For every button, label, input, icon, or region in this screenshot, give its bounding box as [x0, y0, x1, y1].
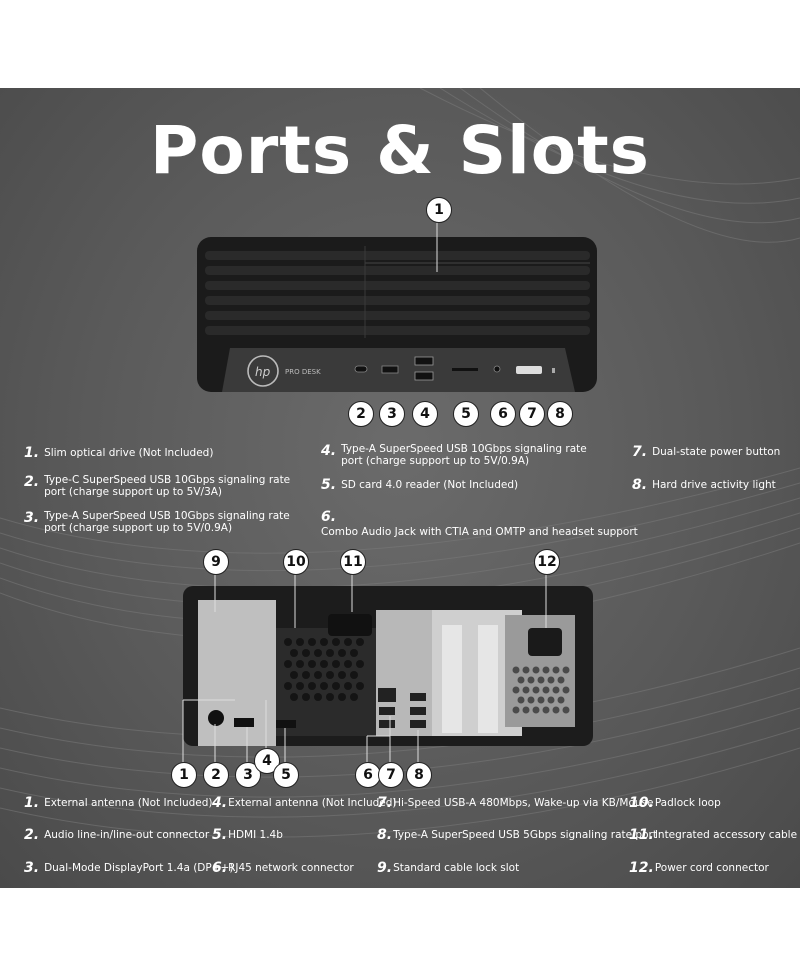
rear-callout-2: 2: [203, 762, 229, 788]
svg-text:PRO DESK: PRO DESK: [285, 368, 321, 376]
wave-background: [0, 88, 800, 838]
rear-legend-10: 10.Padlock loop: [629, 795, 721, 811]
front-pc-image: hp PRO DESK: [197, 237, 597, 392]
rear-legend-1: 1.External antenna (Not Included): [24, 795, 213, 811]
page-title: Ports & Slots: [150, 112, 650, 189]
front-legend-8: 8.Hard drive activity light: [632, 477, 776, 493]
front-legend-1: 1.Slim optical drive (Not Included): [24, 445, 214, 461]
front-legend-2: 2.Type-C SuperSpeed USB 10Gbps signaling…: [24, 474, 291, 498]
rear-callout-6: 6: [355, 762, 381, 788]
rear-legend-4: 4.External antenna (Not Included): [212, 795, 397, 811]
front-legend-3: 3.Type-A SuperSpeed USB 10Gbps signaling…: [24, 510, 290, 534]
rear-callout-8: 8: [406, 762, 432, 788]
svg-text:hp: hp: [255, 365, 271, 379]
rear-legend-12: 12.Power cord connector: [629, 860, 769, 876]
front-legend-6: 6.Combo Audio Jack with CTIA and OMTP an…: [321, 509, 638, 539]
rear-legend-5: 5.HDMI 1.4b: [212, 827, 283, 843]
rear-callout-7: 7: [378, 762, 404, 788]
front-legend-7: 7.Dual-state power button: [632, 444, 781, 460]
rear-pc-image: [183, 586, 593, 746]
rear-callout-11: 11: [340, 549, 366, 575]
front-legend-4: 4.Type-A SuperSpeed USB 10Gbps signaling…: [321, 443, 587, 467]
front-callout-6: 6: [490, 401, 516, 427]
front-callout-3: 3: [379, 401, 405, 427]
front-legend-5: 5.SD card 4.0 reader (Not Included): [321, 477, 519, 493]
background-panel: [0, 88, 800, 888]
rear-callout-1: 1: [171, 762, 197, 788]
front-callout-7: 7: [519, 401, 545, 427]
rear-legend-6: 6.RJ45 network connector: [212, 860, 354, 876]
rear-legend-8: 8.Type-A SuperSpeed USB 5Gbps signaling …: [377, 827, 657, 843]
rear-callout-3: 3: [235, 762, 261, 788]
rear-legend-11: 11.Integrated accessory cable lock: [629, 828, 800, 843]
rear-callout-10: 10: [283, 549, 309, 575]
rear-callout-5: 5: [273, 762, 299, 788]
rear-legend-3: 3.Dual-Mode DisplayPort 1.4a (DP++): [24, 860, 234, 876]
front-callout-2: 2: [348, 401, 374, 427]
rear-legend-2: 2.Audio line-in/line-out connector: [24, 827, 210, 843]
front-callout-5: 5: [453, 401, 479, 427]
rear-callout-12: 12: [534, 549, 560, 575]
rear-callout-9: 9: [203, 549, 229, 575]
front-callout-4: 4: [412, 401, 438, 427]
rear-legend-7: 7.Hi-Speed USB-A 480Mbps, Wake-up via KB…: [377, 795, 654, 811]
front-callout-1: 1: [426, 197, 452, 223]
front-callout-8: 8: [547, 401, 573, 427]
rear-legend-9: 9.Standard cable lock slot: [377, 860, 520, 876]
